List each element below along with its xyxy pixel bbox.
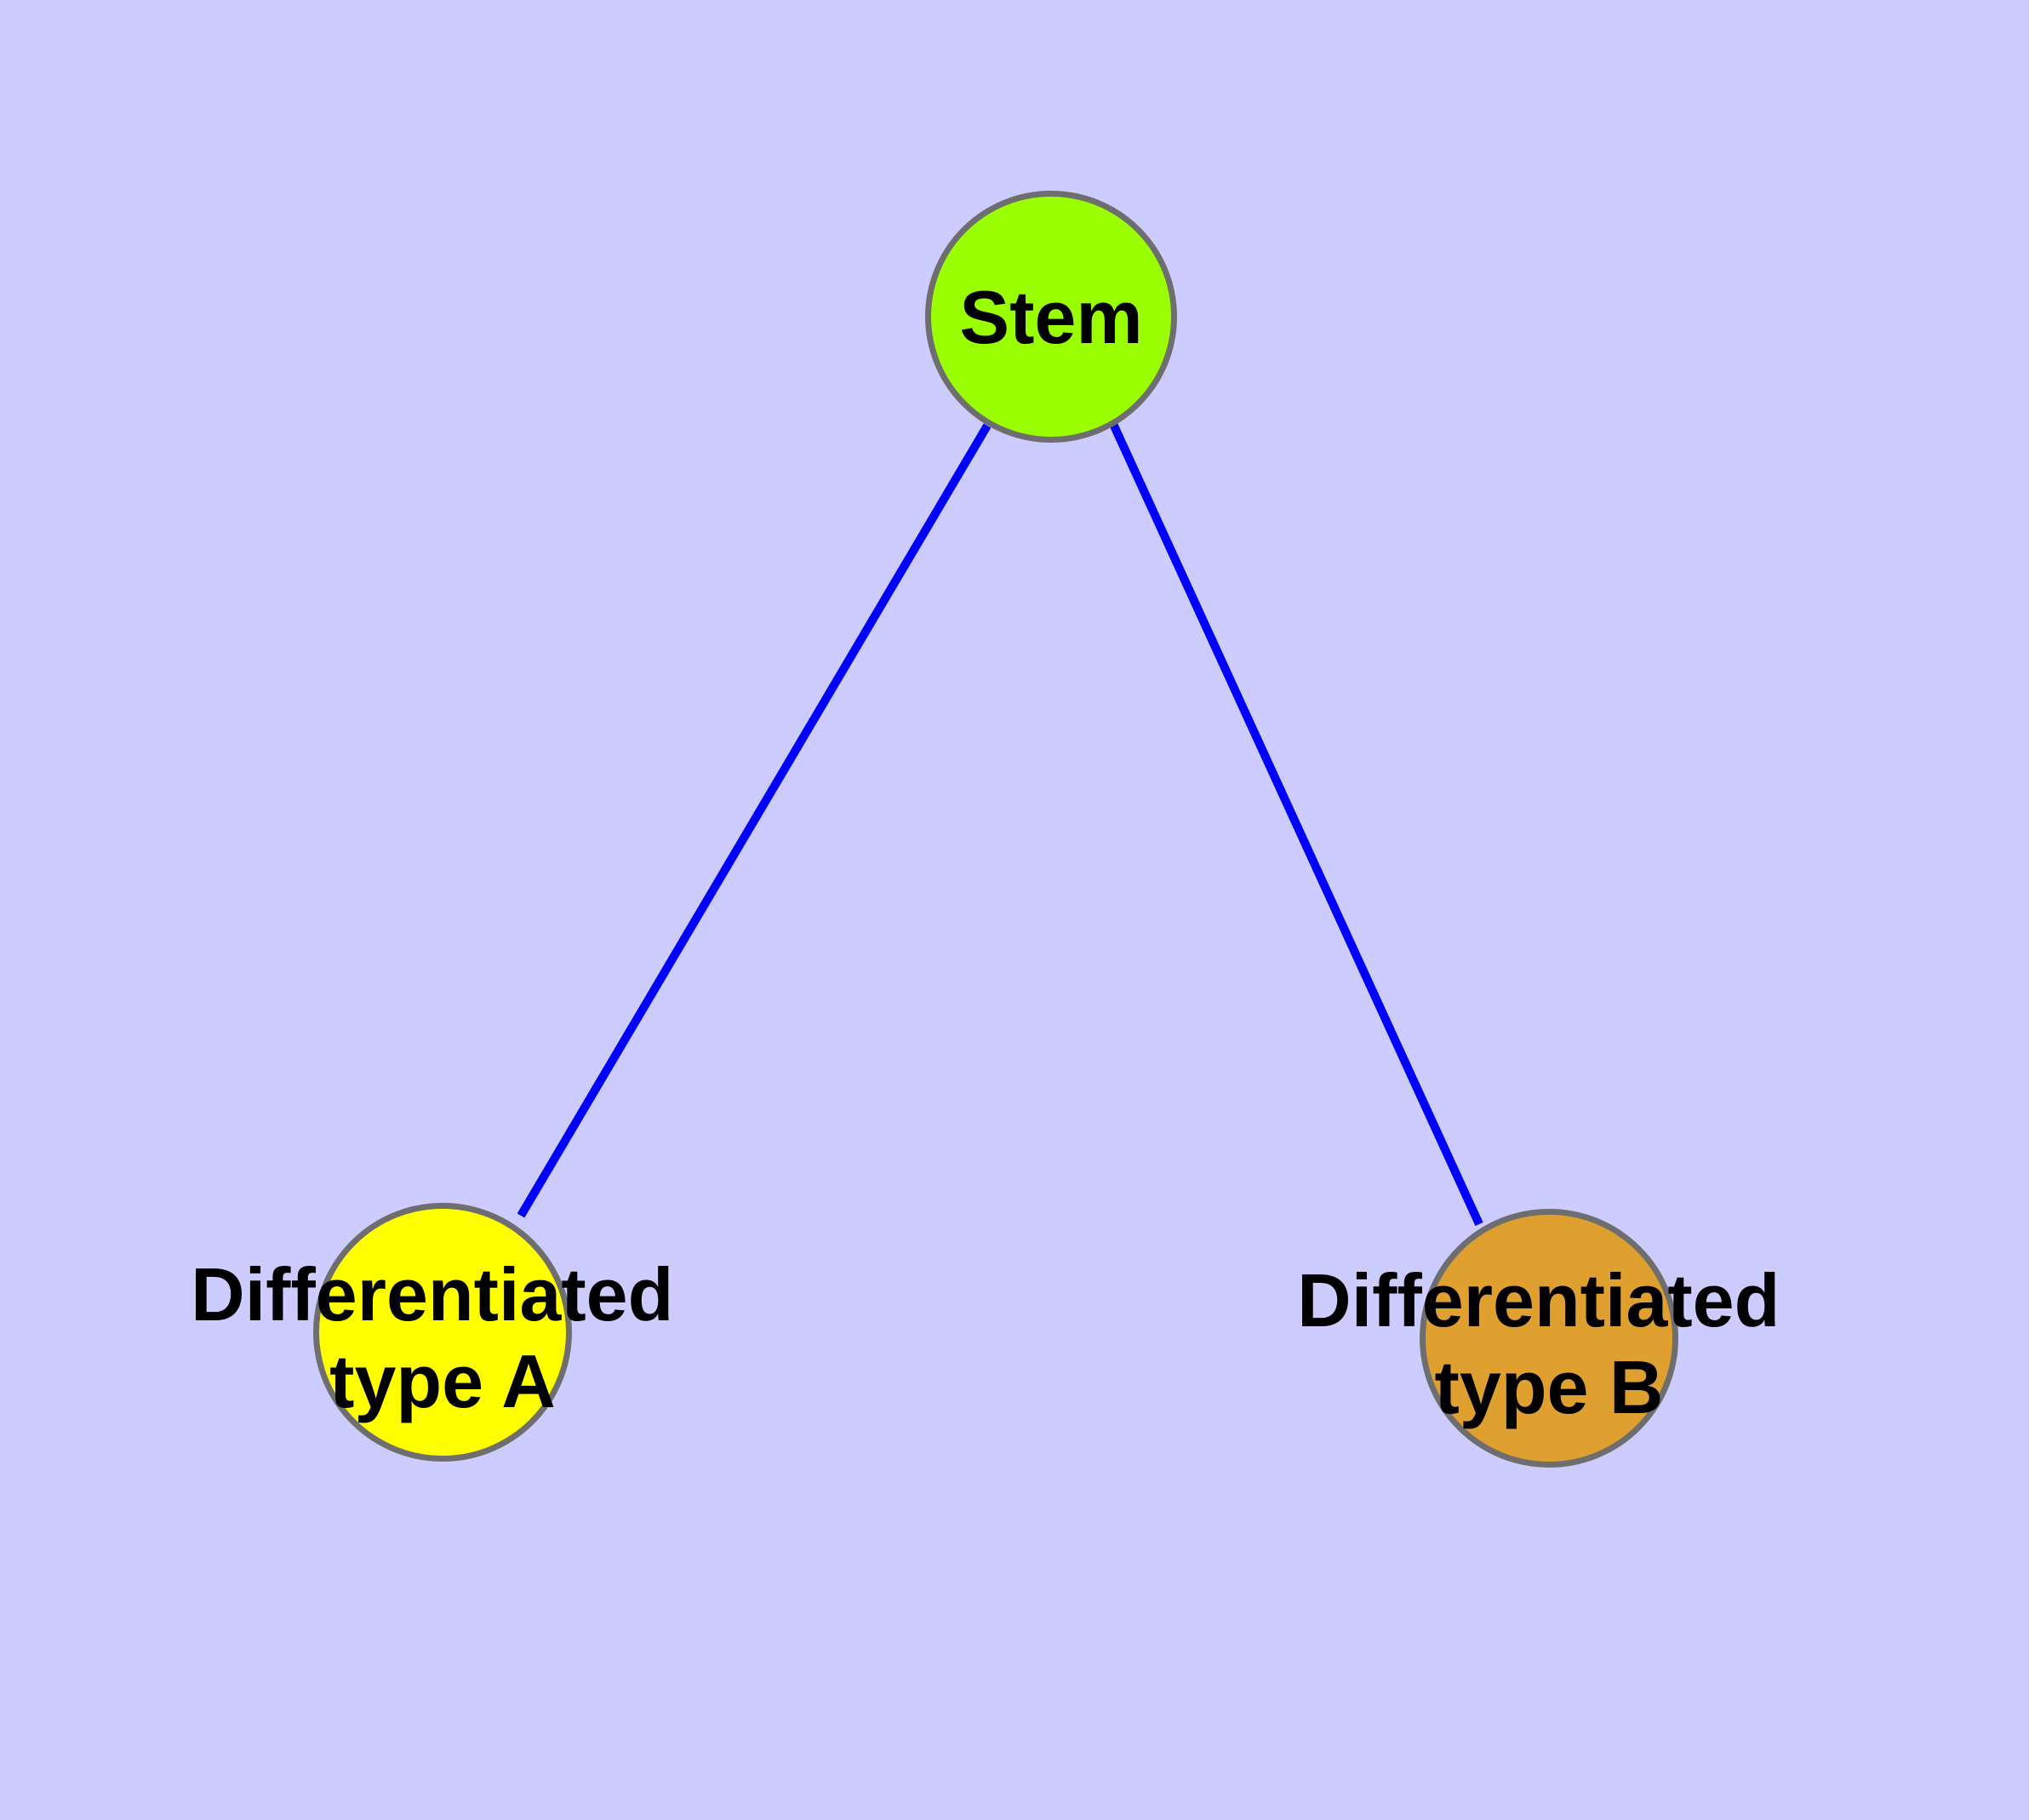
node-stem-label-line-1: Stem	[959, 275, 1142, 359]
node-diff-b-label-line-2: type B	[1435, 1345, 1664, 1429]
node-stem-circle[interactable]	[925, 191, 1177, 443]
node-diff-b-circle[interactable]	[1420, 1209, 1678, 1468]
edge-stem-to-diff-b[interactable]	[1109, 421, 1483, 1227]
edges-layer	[517, 421, 1483, 1227]
node-stem-label: Stem	[959, 275, 1142, 359]
node-diff-a[interactable]	[313, 1203, 572, 1462]
node-diff-a-circle[interactable]	[313, 1203, 572, 1462]
node-diff-a-label: Differentiated type A	[191, 1252, 694, 1423]
node-diff-b[interactable]	[1420, 1209, 1678, 1468]
node-diff-b-label: Differentiated type B	[1297, 1258, 1801, 1429]
node-diff-a-label-line-1: Differentiated	[191, 1252, 673, 1336]
nodes-layer	[313, 191, 1678, 1468]
labels-layer: Stem Differentiated type A Differentiate…	[191, 275, 1801, 1429]
edge-stem-to-diff-a[interactable]	[517, 423, 992, 1218]
node-diff-a-label-line-2: type A	[329, 1339, 556, 1423]
node-stem[interactable]	[925, 191, 1177, 443]
node-diff-b-label-line-1: Differentiated	[1297, 1258, 1780, 1342]
